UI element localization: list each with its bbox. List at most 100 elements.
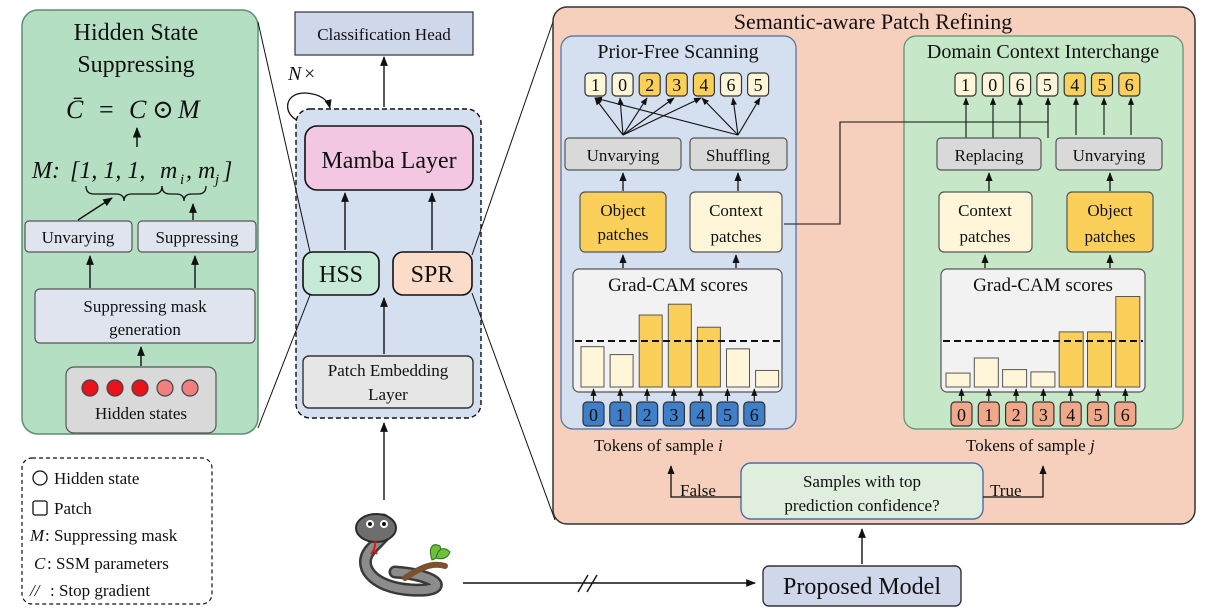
prior-free-input-token-box — [662, 401, 686, 427]
domain-output-token-box — [981, 72, 1004, 97]
hss-title-line2: Suppressing — [77, 52, 194, 78]
domain-output-token-label: 6 — [1016, 75, 1025, 95]
repeat-x: × — [304, 63, 315, 85]
mask-i-sub: i — [180, 172, 184, 188]
hidden-state-dot — [131, 379, 149, 397]
replacing-label: Replacing — [955, 146, 1024, 165]
mask-comma: , m — [186, 158, 215, 184]
hidden-state-dots — [81, 379, 199, 397]
prior-free-output-token-box — [638, 72, 661, 97]
hidden-state-dot — [81, 379, 99, 397]
snake-mascot-icon — [355, 513, 451, 597]
domain-input-token-box — [1004, 401, 1028, 427]
domain-input-token-label: 3 — [1039, 405, 1048, 425]
prior-free-object-line1: Object — [600, 201, 646, 220]
patch-embedding-box — [302, 355, 474, 409]
repeat-n: N — [287, 63, 303, 85]
hss-zoom-line-top — [257, 21, 311, 253]
hidden-states-label: Hidden states — [95, 404, 187, 423]
mask-mi: m — [160, 158, 177, 184]
prior-free-output-token-box — [746, 72, 770, 97]
hidden-state-dot — [156, 379, 174, 397]
domain-output-token-label: 1 — [961, 75, 970, 95]
legend-stop-symbol: // — [29, 581, 42, 600]
prior-free-gradcam-bar — [580, 346, 605, 388]
prior-free-input-token-box — [743, 401, 766, 427]
domain-input-token-label: 0 — [957, 405, 966, 425]
hss-unvarying-box — [24, 220, 133, 253]
decision-box — [740, 462, 984, 520]
classification-head-label: Classification Head — [317, 25, 451, 44]
decision-line2: prediction confidence? — [784, 496, 939, 515]
classification-head-box — [294, 11, 474, 56]
prior-free-title: Prior-Free Scanning — [597, 41, 758, 63]
shuffling-label: Shuffling — [706, 146, 770, 165]
prior-free-input-token-box — [635, 401, 659, 427]
spr-zoom-line-bottom — [471, 292, 556, 521]
prior-free-gradcam-bars — [580, 303, 780, 388]
legend: Hidden state Patch M : Suppressing mask … — [21, 457, 213, 605]
prior-free-gradcam-bar — [667, 303, 692, 388]
proposed-model-box — [762, 565, 962, 607]
prior-free-output-token-label: 3 — [672, 75, 681, 95]
prior-free-context-line1: Context — [709, 201, 763, 220]
legend-ssm-text: : SSM parameters — [47, 554, 169, 573]
mamba-layer-label: Mamba Layer — [321, 148, 456, 174]
legend-patch-icon — [32, 500, 48, 516]
hss-suppressing-box — [137, 220, 257, 253]
hidden-state-dot — [106, 379, 124, 397]
prior-free-input-token-label: 3 — [669, 405, 678, 425]
domain-output-token-box — [1090, 72, 1114, 97]
proposed-model-label: Proposed Model — [783, 574, 941, 600]
mask-gen-line1: Suppressing mask — [83, 297, 207, 316]
prior-free-gradcam-bar — [609, 354, 634, 388]
legend-hidden-state: Hidden state — [54, 469, 139, 488]
prior-free-input-token-box — [689, 401, 712, 427]
hidden-state-dot — [181, 379, 199, 397]
prior-free-output-token-box — [692, 72, 716, 97]
prior-free-gradcam-bar — [638, 314, 663, 388]
domain-gradcam-bars — [945, 296, 1141, 388]
domain-context-arrows — [962, 97, 1135, 138]
tokens-caption-j: Tokens of sample j — [966, 436, 1095, 455]
equation-m: M — [177, 95, 201, 124]
domain-output-token-label: 0 — [988, 75, 997, 95]
hss-title-line1: Hidden State — [74, 20, 199, 46]
spr-zoom-line-top — [471, 15, 556, 256]
tokens-caption-i: Tokens of sample i — [594, 436, 723, 455]
prior-free-output-token-box — [584, 72, 607, 97]
domain-input-token-box — [1032, 401, 1055, 427]
spr-box — [392, 251, 473, 296]
domain-context-line2: patches — [960, 227, 1011, 246]
prior-free-input-token-label: 1 — [616, 405, 625, 425]
domain-input-token-box — [1114, 401, 1137, 427]
brace-ones — [85, 185, 163, 202]
domain-context-patches-box — [938, 191, 1033, 253]
patch-embed-line1: Patch Embedding — [328, 361, 449, 380]
decision-line1: Samples with top — [803, 472, 921, 491]
prior-free-output-token-box — [611, 72, 634, 97]
domain-unvarying-label: Unvarying — [1073, 146, 1146, 165]
prior-free-input-token-label: 4 — [696, 405, 705, 425]
prior-free-object-line2: patches — [598, 225, 649, 244]
legend-mask-text: : Suppressing mask — [45, 526, 178, 545]
prior-free-output-token-box — [665, 72, 688, 97]
prior-free-output-token-label: 5 — [754, 75, 763, 95]
spr-panel: Semantic-aware Patch Refining Prior-Free… — [552, 6, 1196, 525]
domain-context-line1: Context — [958, 201, 1012, 220]
prior-free-gradcam-bar — [726, 348, 750, 388]
domain-output-token-box — [1063, 72, 1086, 97]
mask-close: ] — [222, 158, 232, 184]
equation-odot: ⊙ — [152, 95, 174, 124]
equation-c: C — [129, 95, 147, 124]
equation-cbar: C̄ — [66, 95, 84, 124]
domain-gradcam-bar — [973, 357, 999, 388]
prior-free-gradcam-bar — [696, 326, 721, 388]
prior-free-input-token-label: 2 — [643, 405, 652, 425]
prior-free-gradcam-bar — [755, 369, 780, 388]
